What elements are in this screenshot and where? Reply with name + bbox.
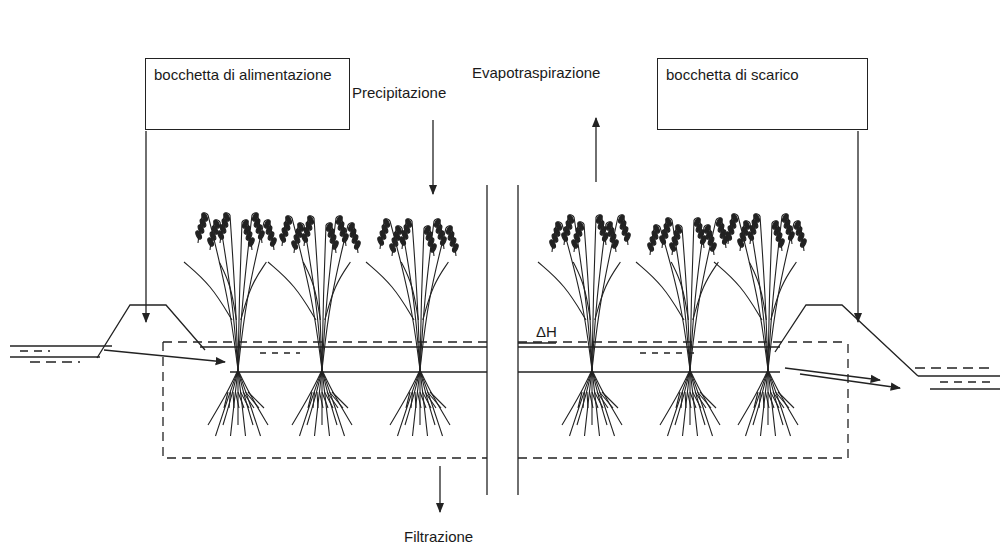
outlet-channel xyxy=(915,368,1000,389)
box-label: bocchetta di scarico xyxy=(666,65,859,85)
filtration-arrow xyxy=(439,466,440,512)
flux-label: Evapotraspirazione xyxy=(470,64,602,82)
field-water xyxy=(200,347,780,372)
delta-h-leader xyxy=(518,342,556,343)
outflow-arrow xyxy=(800,374,900,388)
control-volume xyxy=(163,342,848,458)
rice-plants xyxy=(184,212,807,436)
level-label: ΔH xyxy=(534,323,559,341)
box-label: bocchetta di alimentazione xyxy=(154,65,341,85)
outlet-label-box: bocchetta di scarico xyxy=(657,58,868,130)
outlet-label-box: bocchetta di alimentazione xyxy=(145,58,350,130)
rice-plant xyxy=(268,215,361,436)
flux-label: Precipitazione xyxy=(350,84,448,102)
inflow-arrow xyxy=(104,350,225,362)
rice-plant xyxy=(714,213,807,436)
rice-plant xyxy=(366,218,459,436)
rice-plant xyxy=(184,212,277,436)
flux-label: Filtrazione xyxy=(402,528,475,546)
break-line xyxy=(486,185,487,495)
right-levee xyxy=(775,305,918,376)
precipitation-arrow xyxy=(432,120,433,194)
left-levee xyxy=(97,305,205,358)
rice-plant xyxy=(636,217,729,436)
evapotranspiration-arrow xyxy=(595,118,596,182)
outlet-leader xyxy=(857,131,858,322)
inlet-channel xyxy=(10,346,112,362)
inlet-leader xyxy=(145,131,146,322)
break-line xyxy=(517,185,518,495)
